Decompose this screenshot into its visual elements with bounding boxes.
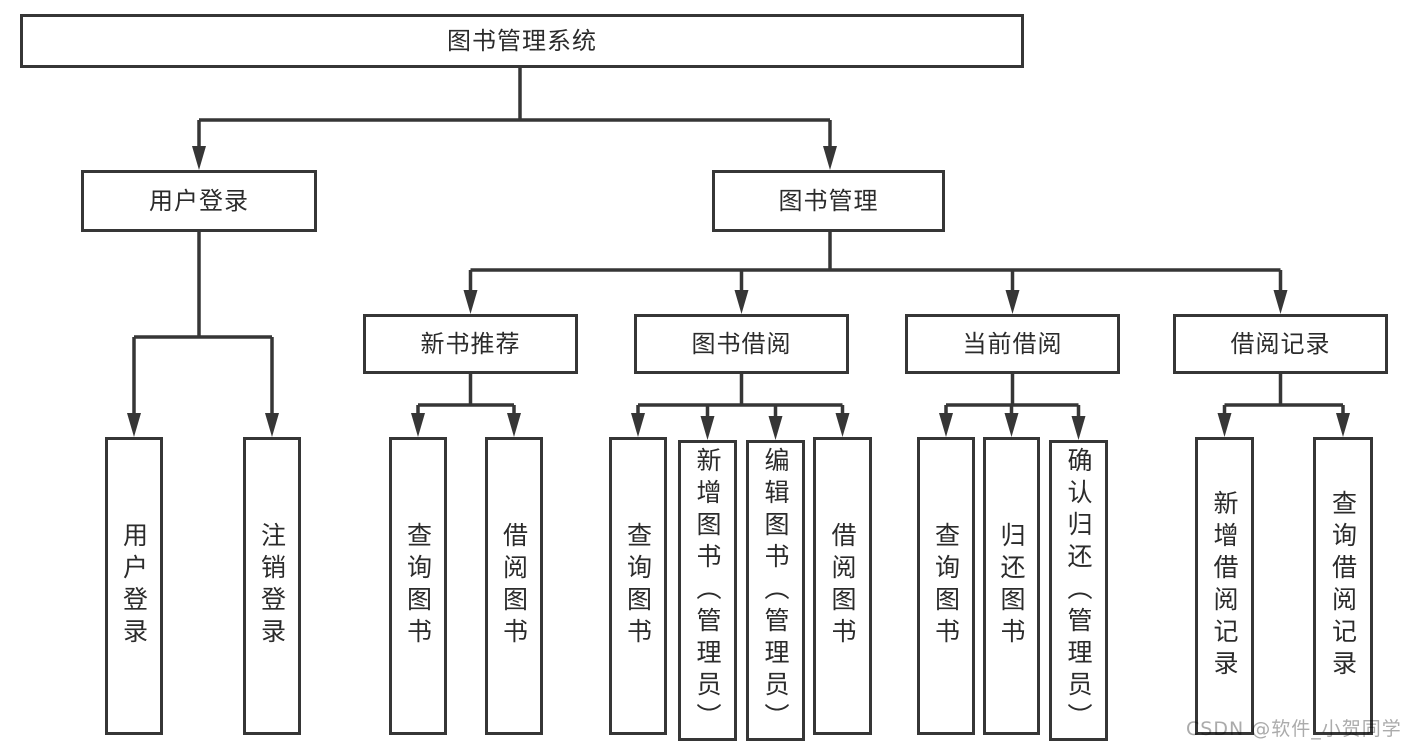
leaf-records-add-record-label: 新增借阅记录 bbox=[1210, 490, 1239, 682]
node-user-login-label: 用户登录 bbox=[149, 187, 249, 215]
leaf-borrowing-borrow-books: 借阅图书 bbox=[813, 437, 872, 735]
node-new-book-recommend-label: 新书推荐 bbox=[420, 330, 521, 358]
leaf-newbooks-borrow-books: 借阅图书 bbox=[485, 437, 543, 735]
node-root: 图书管理系统 bbox=[20, 14, 1024, 68]
leaf-current-return-books-label: 归还图书 bbox=[997, 522, 1026, 650]
leaf-records-add-record: 新增借阅记录 bbox=[1195, 437, 1254, 735]
node-book-management: 图书管理 bbox=[712, 170, 945, 232]
leaf-borrowing-edit-books-admin-label: 编辑图书（管理员） bbox=[761, 446, 790, 735]
node-borrow-records: 借阅记录 bbox=[1173, 314, 1388, 374]
node-book-management-label: 图书管理 bbox=[778, 187, 879, 215]
leaf-borrowing-edit-books-admin: 编辑图书（管理员） bbox=[746, 440, 805, 741]
csdn-watermark: CSDN @软件_小贺同学 bbox=[1186, 718, 1402, 740]
leaf-borrowing-query-books-label: 查询图书 bbox=[623, 522, 653, 650]
leaf-records-query-record: 查询借阅记录 bbox=[1313, 437, 1373, 735]
leaf-newbooks-query-books: 查询图书 bbox=[389, 437, 447, 735]
node-book-borrowing-label: 图书借阅 bbox=[691, 330, 792, 358]
leaf-newbooks-query-books-label: 查询图书 bbox=[403, 522, 433, 650]
leaf-user-login: 用户登录 bbox=[105, 437, 163, 735]
node-borrow-records-label: 借阅记录 bbox=[1230, 330, 1331, 358]
node-new-book-recommend: 新书推荐 bbox=[363, 314, 578, 374]
node-book-borrowing: 图书借阅 bbox=[634, 314, 849, 374]
node-current-borrowing-label: 当前借阅 bbox=[962, 330, 1063, 358]
arrowheads bbox=[127, 146, 1350, 440]
node-root-label: 图书管理系统 bbox=[447, 27, 597, 55]
leaf-current-return-books: 归还图书 bbox=[983, 437, 1040, 735]
leaf-current-confirm-return-admin-label: 确认归还（管理员） bbox=[1064, 446, 1093, 735]
node-user-login: 用户登录 bbox=[81, 170, 317, 232]
node-current-borrowing: 当前借阅 bbox=[905, 314, 1120, 374]
leaf-logout-label: 注销登录 bbox=[257, 522, 287, 650]
leaf-borrowing-add-books-admin-label: 新增图书（管理员） bbox=[693, 446, 722, 735]
leaf-borrowing-add-books-admin: 新增图书（管理员） bbox=[678, 440, 737, 741]
leaf-borrowing-borrow-books-label: 借阅图书 bbox=[828, 522, 857, 650]
leaf-newbooks-borrow-books-label: 借阅图书 bbox=[499, 522, 529, 650]
leaf-records-query-record-label: 查询借阅记录 bbox=[1328, 490, 1358, 682]
leaf-current-confirm-return-admin: 确认归还（管理员） bbox=[1049, 440, 1108, 741]
leaf-user-login-label: 用户登录 bbox=[119, 522, 149, 650]
leaf-borrowing-query-books: 查询图书 bbox=[609, 437, 667, 735]
leaf-current-query-books-label: 查询图书 bbox=[931, 522, 961, 650]
leaf-current-query-books: 查询图书 bbox=[917, 437, 975, 735]
leaf-logout: 注销登录 bbox=[243, 437, 301, 735]
